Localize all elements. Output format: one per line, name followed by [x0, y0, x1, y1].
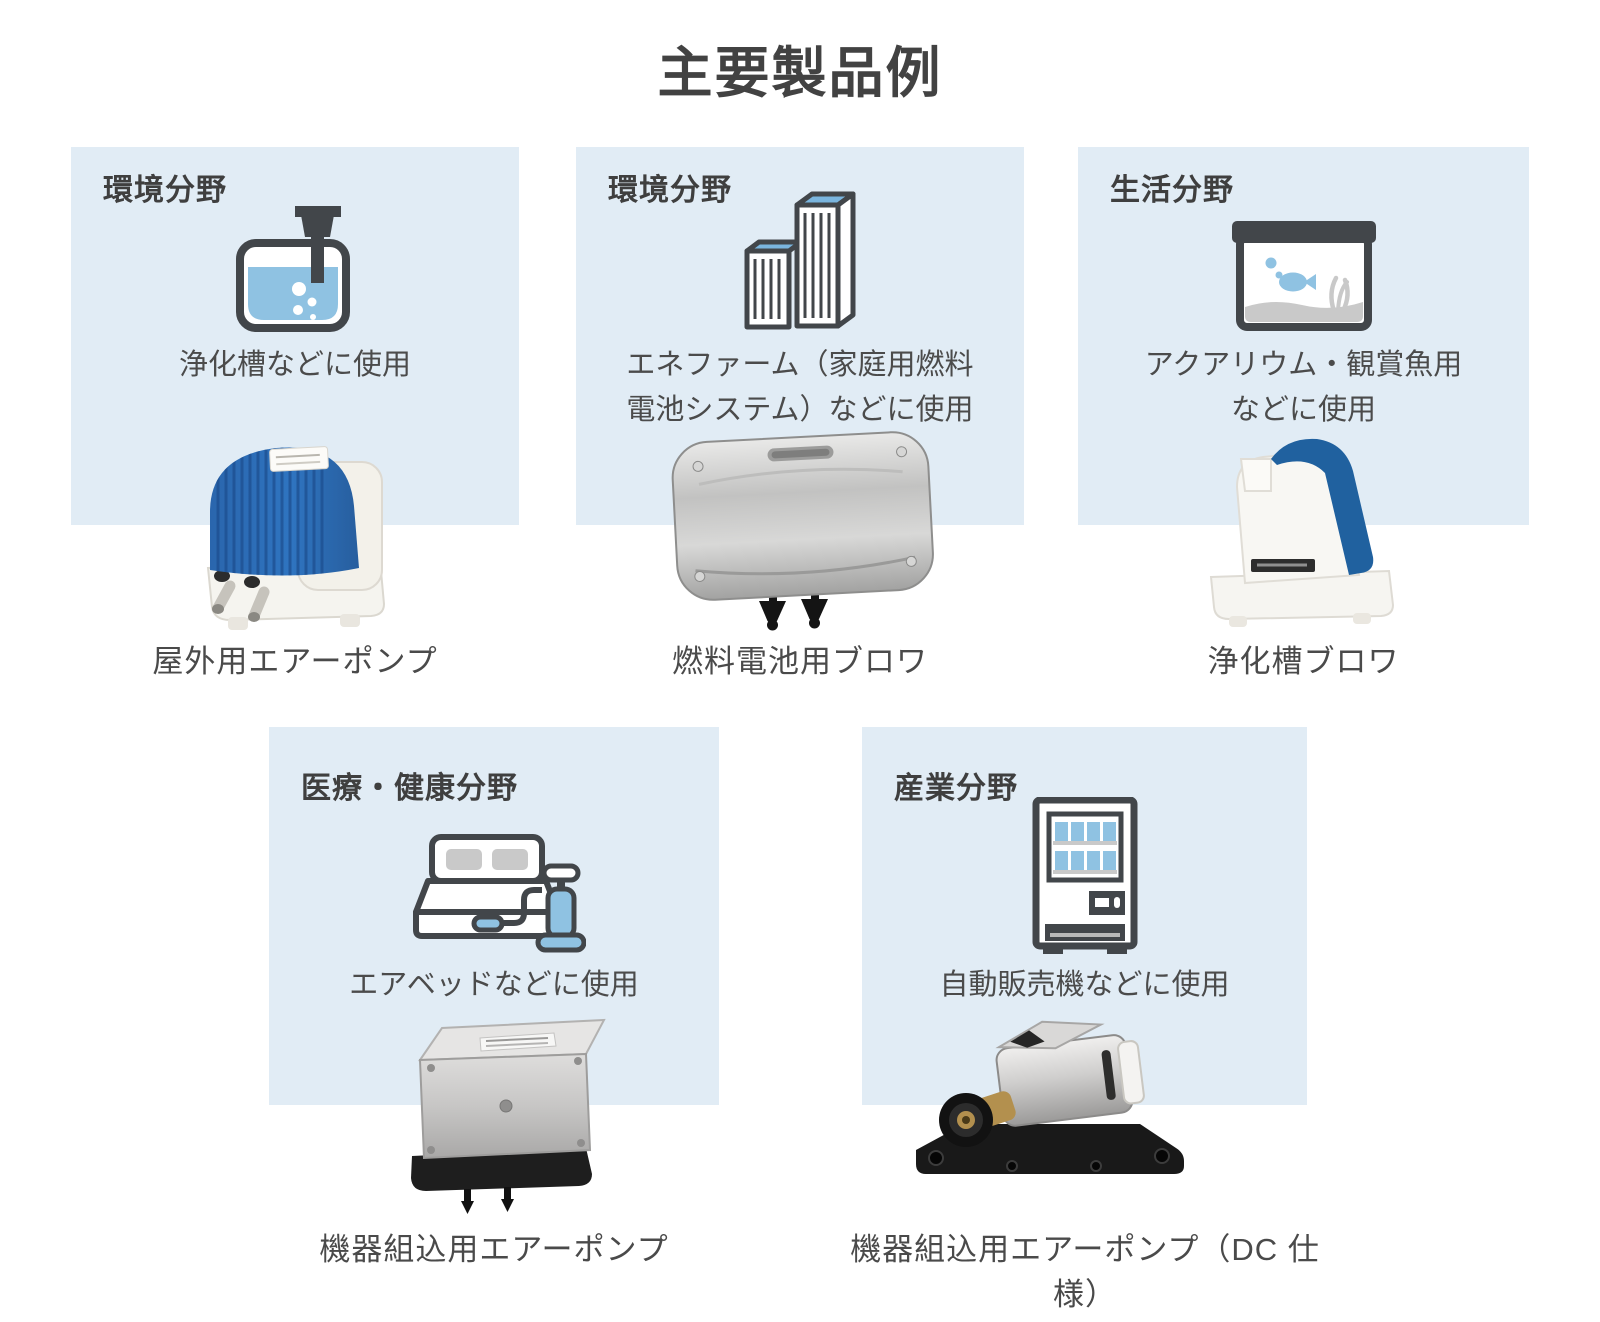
usage-caption: アクアリウム・観賞魚用 などに使用 [1144, 349, 1463, 426]
card-environment-enefarm: 環境分野 [576, 147, 1024, 525]
product-label-dc-air-pump: 機器組込用エアーポンプ（DC 仕様） [850, 1232, 1320, 1312]
field-label: 産業分野 [894, 772, 1018, 805]
usage-caption: 自動販売機などに使用 [939, 969, 1230, 1001]
usage-caption: 浄化槽などに使用 [178, 349, 411, 381]
air-bed-icon [269, 793, 719, 956]
product-image-embedded-air-pump [368, 1008, 626, 1214]
buildings-icon [576, 187, 1024, 333]
field-label: 生活分野 [1110, 174, 1234, 207]
field-label: 医療・健康分野 [301, 772, 518, 805]
product-label-outdoor-air-pump: 屋外用エアーポンプ [152, 644, 438, 679]
usage-caption: エネファーム（家庭用燃料 電池システム）などに使用 [626, 349, 974, 426]
card-medical-health: 医療・健康分野 エアベッドなどに使用 [269, 727, 719, 1105]
product-image-fuel-cell-blower [653, 425, 953, 635]
page-title: 主要製品例 [657, 42, 943, 104]
usage-caption: エアベッドなどに使用 [349, 969, 639, 1001]
field-label: 環境分野 [608, 174, 732, 207]
product-image-septic-blower [1185, 425, 1415, 635]
product-image-dc-air-pump [900, 1000, 1190, 1205]
aquarium-icon [1078, 187, 1529, 333]
product-label-embedded-air-pump: 機器組込用エアーポンプ [319, 1232, 669, 1267]
product-label-septic-blower: 浄化槽ブロワ [1207, 644, 1400, 679]
product-label-fuel-cell-blower: 燃料電池用ブロワ [672, 644, 928, 679]
vending-machine-icon [862, 793, 1307, 956]
septic-tank-icon [71, 187, 519, 333]
card-life-aquarium: 生活分野 アクアリウム・観賞魚用 などに使用 [1078, 147, 1529, 525]
field-label: 環境分野 [103, 174, 227, 207]
product-image-outdoor-air-pump [178, 418, 413, 633]
